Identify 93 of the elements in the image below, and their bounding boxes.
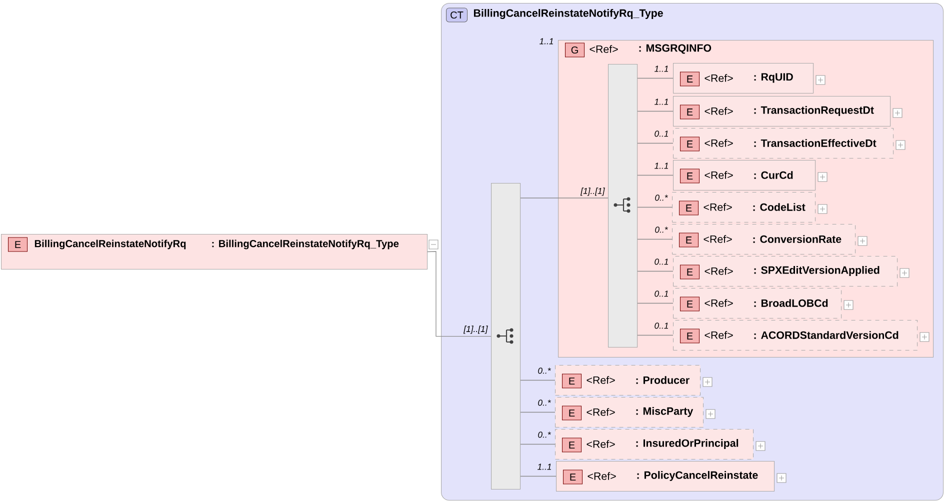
type-badge: E <box>680 296 700 312</box>
ref-label: <Ref> <box>704 235 732 243</box>
element-box <box>555 365 701 396</box>
ref-label: <Ref> <box>590 45 618 53</box>
element-name: : MSGRQINFO <box>639 44 712 54</box>
connector-line <box>520 412 556 413</box>
connector-line <box>637 174 674 176</box>
connector-line <box>637 334 674 336</box>
type-badge: E <box>680 328 700 344</box>
occurrence-label: 0..1 <box>654 290 668 297</box>
occurrence-label: 0..* <box>538 400 551 406</box>
element-name: : SPXEditVersionApplied <box>754 266 880 276</box>
sequence-bar <box>608 64 638 348</box>
element-box <box>556 461 775 492</box>
element-box <box>673 256 898 287</box>
ref-label: <Ref> <box>586 376 615 384</box>
connector-line <box>637 270 674 272</box>
type-badge: E <box>680 104 700 120</box>
type-badge: E <box>680 72 700 86</box>
ref-label: <Ref> <box>588 472 616 480</box>
type-name: : BillingCancelReinstateNotifyRq_Type <box>212 240 399 250</box>
type-badge: E <box>563 470 583 484</box>
occurrence-label: 0..1 <box>654 258 668 265</box>
ref-label: <Ref> <box>704 171 733 179</box>
sequence-bar <box>491 183 521 490</box>
connector-line <box>637 142 674 144</box>
element-name: : Producer <box>636 376 690 384</box>
type-badge: E <box>679 200 699 216</box>
occurrence-label: 1..1 <box>538 464 551 470</box>
ref-label: <Ref> <box>704 299 733 307</box>
connector-line <box>637 206 672 208</box>
element-name: : BroadLOBCd <box>754 299 828 307</box>
type-badge: E <box>8 237 28 252</box>
element-name: : RqUID <box>754 73 793 83</box>
element-box <box>673 128 894 159</box>
ref-label: <Ref> <box>704 331 733 339</box>
occurrence-label: 1..1 <box>654 162 668 169</box>
occurrence-label: 0..1 <box>654 130 668 137</box>
element-name: : PolicyCancelReinstate <box>637 471 758 481</box>
type-badge: E <box>562 406 582 420</box>
connector-line <box>520 476 556 477</box>
connector-line <box>637 302 674 304</box>
element-name: : CodeList <box>753 203 806 211</box>
type-name: BillingCancelReinstateNotifyRq_Type <box>474 9 663 19</box>
type-badge: E <box>562 374 582 388</box>
element-box <box>1 234 428 270</box>
element-box <box>672 192 816 223</box>
occurrence-label: 0..* <box>538 432 551 438</box>
type-badge: E <box>680 168 700 184</box>
occurrence-label: [1]..[1] <box>580 188 605 196</box>
type-badge: E <box>679 232 699 248</box>
connector-line <box>427 251 492 337</box>
occurrence-label: 0..* <box>655 226 668 233</box>
ref-label: <Ref> <box>704 74 733 82</box>
connector-line <box>637 238 672 240</box>
connector-line <box>520 444 556 445</box>
element-box <box>673 320 918 351</box>
connector-line <box>637 78 674 79</box>
element-box <box>672 224 856 255</box>
occurrence-label: 1..1 <box>540 38 553 44</box>
occurrence-label: 1..1 <box>654 98 668 105</box>
occurrence-label: [1]..[1] <box>463 326 488 334</box>
element-box <box>673 63 814 94</box>
occurrence-label: 0..1 <box>654 322 668 329</box>
element-name: : MiscParty <box>636 407 694 417</box>
element-box <box>673 96 891 127</box>
type-badge: CT <box>446 8 468 22</box>
type-badge: E <box>680 264 700 280</box>
element-name: : ACORDStandardVersionCd <box>754 331 898 339</box>
element-box <box>555 429 754 460</box>
ref-label: <Ref> <box>704 267 733 275</box>
occurrence-label: 1..1 <box>654 66 668 72</box>
element-name: : ConversionRate <box>753 235 842 243</box>
ref-label: <Ref> <box>704 203 732 211</box>
element-name: : TransactionEffectiveDt <box>754 139 876 147</box>
element-name: : InsuredOrPrincipal <box>636 439 738 449</box>
ref-label: <Ref> <box>704 107 733 115</box>
element-box <box>555 397 704 428</box>
type-badge: E <box>680 136 700 152</box>
occurrence-label: 0..* <box>538 368 551 374</box>
element-box <box>673 160 816 191</box>
ref-label: <Ref> <box>704 139 733 147</box>
connector-line <box>520 380 556 381</box>
occurrence-label: 0..* <box>655 194 668 201</box>
element-name: BillingCancelReinstateNotifyRq <box>34 240 186 250</box>
type-badge: E <box>562 438 582 452</box>
element-name: : CurCd <box>754 171 793 179</box>
type-badge: G <box>565 42 585 58</box>
ref-label: <Ref> <box>586 408 615 416</box>
ref-label: <Ref> <box>586 440 615 448</box>
connector-line <box>637 110 674 112</box>
element-box <box>673 288 842 319</box>
element-name: : TransactionRequestDt <box>754 106 874 116</box>
